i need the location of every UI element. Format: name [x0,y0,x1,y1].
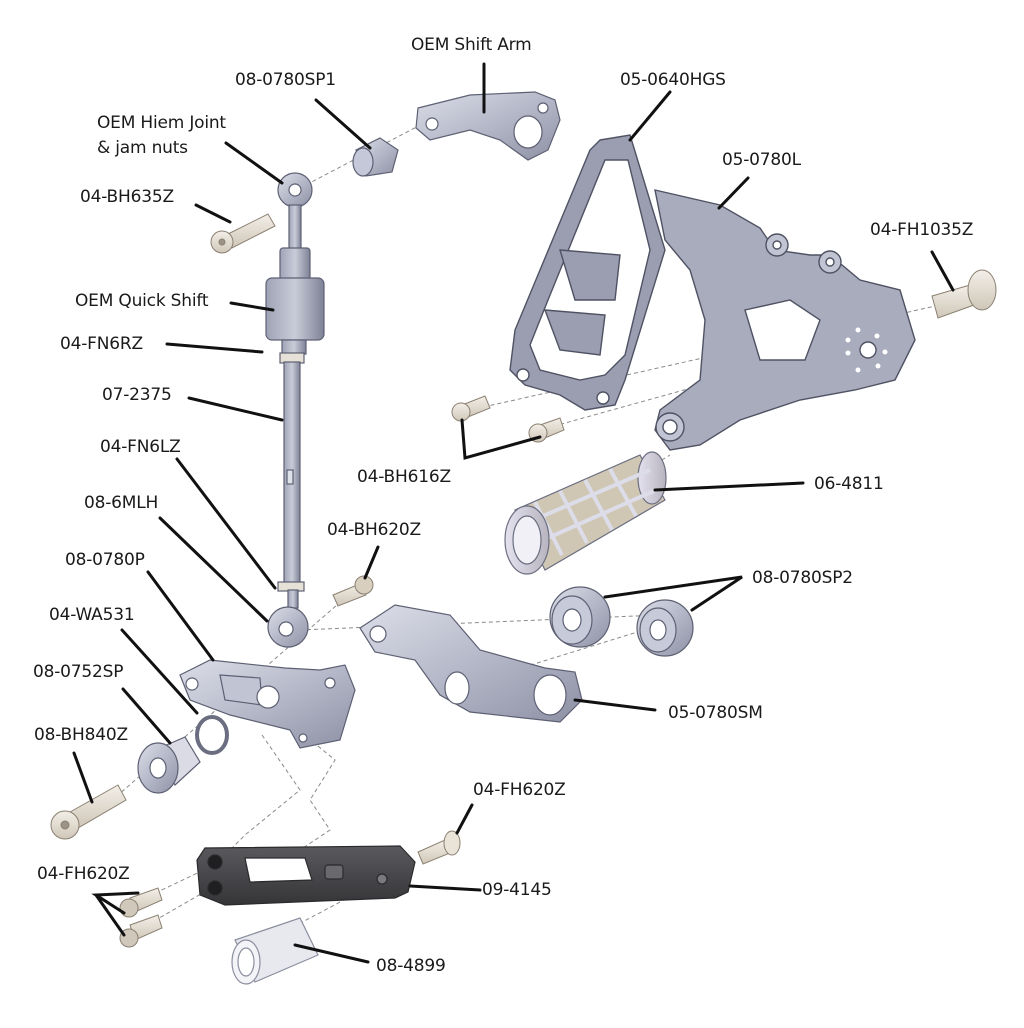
footpeg-06-4811 [504,451,667,575]
label-04-fh1035z: 04-FH1035Z [870,220,974,240]
bolt-04-bh635z-part [210,213,276,254]
leader-oem-hiem-joint [224,141,284,185]
shift-lever-09-4145 [196,845,416,906]
label-04-wa531: 04-WA531 [49,605,135,625]
label-oem-shift-arm: OEM Shift Arm [411,35,532,55]
leader-04-fh620z-right [455,803,474,835]
leader-04-fn6lz [175,457,277,590]
spacer-08-0752sp-part [137,736,201,794]
leader-08-0780sp2 [603,575,743,612]
spacer-08-4899-part [231,917,319,985]
leader-04-bh620z [363,545,380,580]
bolt-04-fh1035z-part [931,269,997,319]
leader-08-bh840z [72,751,94,804]
spacers-08-0780sp2-part [549,586,694,657]
leader-oem-quick-shift [229,301,275,312]
leader-05-0780l [717,176,750,210]
centerline-zigzag-1 [224,734,301,856]
leader-04-bh635z [194,203,232,224]
label-08-0780sp1: 08-0780SP1 [235,70,336,90]
label-08-bh840z: 08-BH840Z [34,725,128,745]
heel-guard-05-0640hgs [509,134,666,411]
leader-lines [72,62,955,964]
bolt-04-bh620z-part [332,575,374,607]
label-08-0780sp2: 08-0780SP2 [752,568,853,588]
bolt-04-fh620z-right-part [417,830,461,865]
label-08-6mlh: 08-6MLH [84,493,159,513]
bolts-04-fh620z-left-part [119,887,163,948]
label-oem-hiem-joint-line2: & jam nuts [97,138,188,158]
leader-04-wa531 [120,628,199,715]
leader-08-4899 [293,943,370,964]
shift-arm-05-0780sm [359,604,583,723]
label-oem-hiem-joint-line1: OEM Hiem Joint [97,113,226,133]
bolts-04-bh616z-part [451,395,565,443]
label-04-bh620z: 04-BH620Z [327,520,421,540]
label-06-4811: 06-4811 [814,474,884,494]
oem-shift-arm-part [415,91,561,161]
label-04-bh635z: 04-BH635Z [80,187,174,207]
leader-05-0780sm [573,698,657,712]
leader-04-fn6rz [165,342,264,354]
leader-07-2375 [187,396,284,422]
leader-08-0780p [146,570,215,662]
washer-04-wa531-part [195,715,229,755]
leader-04-fh1035z [930,250,955,292]
label-05-0640hgs: 05-0640HGS [620,70,726,90]
leader-05-0640hgs [628,90,672,142]
label-04-bh616z: 04-BH616Z [357,467,451,487]
leader-08-0780sp1 [314,98,372,150]
leader-06-4811 [653,481,805,492]
label-07-2375: 07-2375 [102,385,172,405]
label-09-4145: 09-4145 [482,880,552,900]
bracket-05-0780l [654,189,916,451]
label-05-0780sm: 05-0780SM [668,703,763,723]
label-05-0780l: 05-0780L [722,150,801,170]
label-08-4899: 08-4899 [376,956,446,976]
label-04-fh620z-right: 04-FH620Z [473,780,566,800]
leader-04-fh620z-left-b [94,893,126,937]
leader-08-0752sp [121,687,172,745]
pivot-plate-08-0780p [179,659,356,749]
label-04-fn6rz: 04-FN6RZ [60,334,143,354]
shift-rod-assembly [265,172,325,648]
bolt-08-bh840z-part [50,784,127,840]
label-04-fn6lz: 04-FN6LZ [100,437,181,457]
label-08-0752sp: 08-0752SP [33,662,124,682]
spacer-08-0780sp1-part [352,137,399,177]
label-04-fh620z-left: 04-FH620Z [37,864,130,884]
leader-04-bh616z [460,418,542,460]
label-oem-quick-shift: OEM Quick Shift [75,291,209,311]
oem-quick-shift-body [265,277,325,341]
leader-09-4145 [408,884,482,892]
leader-08-6mlh [158,516,269,623]
label-08-0780p: 08-0780P [65,550,145,570]
